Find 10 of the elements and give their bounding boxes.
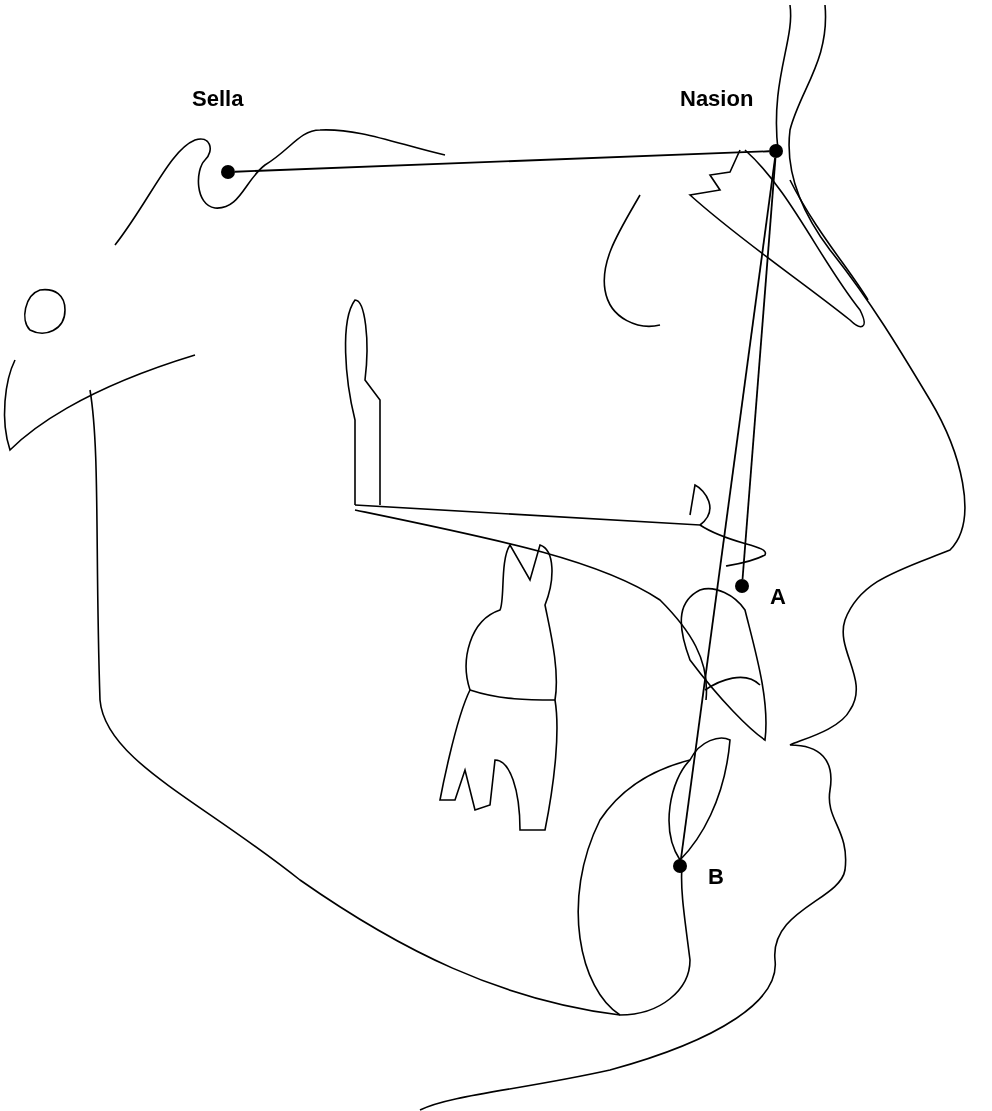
landmark-point [735, 579, 749, 593]
landmark-label: Nasion [680, 88, 754, 110]
landmark-label: A [770, 586, 786, 608]
landmark-label: Sella [192, 88, 244, 110]
landmark-point [221, 165, 235, 179]
landmark-point [769, 144, 783, 158]
landmark-point [673, 859, 687, 873]
landmark-label: B [708, 866, 724, 888]
reference-line [234, 150, 770, 173]
reference-line [680, 157, 776, 860]
